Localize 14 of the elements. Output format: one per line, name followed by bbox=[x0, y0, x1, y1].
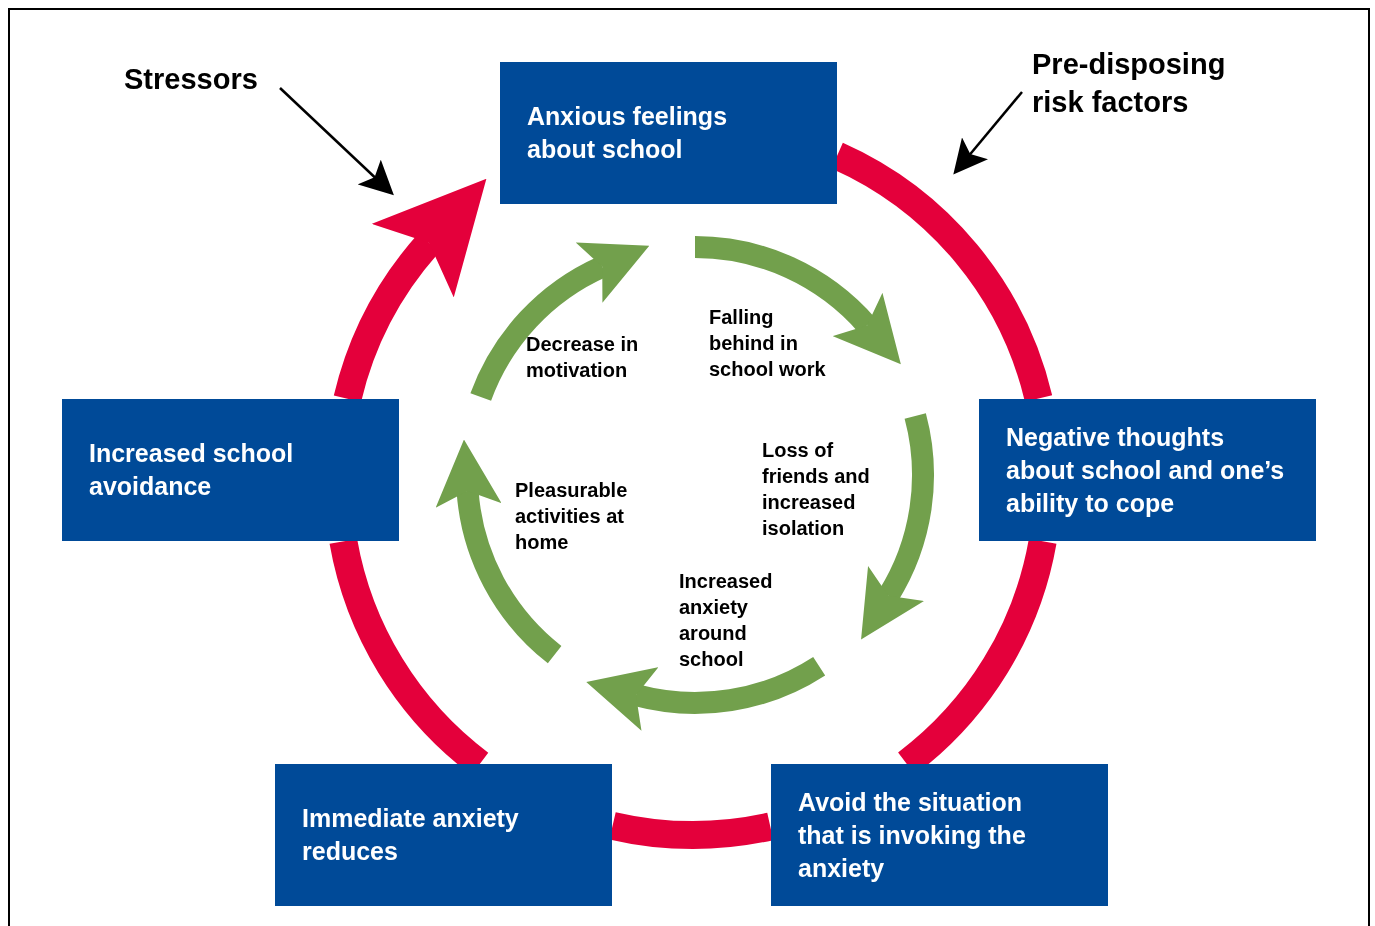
process-box: Increased school avoidance bbox=[62, 399, 399, 541]
process-box: Negative thoughts about school and one’s ability to cope bbox=[979, 399, 1316, 541]
label-text: Pre-disposing risk factors bbox=[1032, 45, 1272, 121]
label-text: Stressors bbox=[124, 60, 274, 98]
step-label: Pleasurable activities at home bbox=[515, 478, 629, 555]
process-box: Avoid the situation that is invoking the anxiety bbox=[771, 764, 1108, 906]
process-box: Anxious feelings about school bbox=[500, 62, 837, 204]
pointer-arrow bbox=[279, 87, 394, 196]
step-label: Increased anxiety around school bbox=[679, 569, 774, 672]
pointer-arrow bbox=[953, 91, 1023, 175]
step-label: Falling behind in school work bbox=[709, 305, 827, 382]
step-label: Loss of friends and increased isolation bbox=[762, 438, 871, 541]
process-box: Immediate anxiety reduces bbox=[275, 764, 612, 906]
step-label: Decrease in motivation bbox=[526, 332, 640, 383]
